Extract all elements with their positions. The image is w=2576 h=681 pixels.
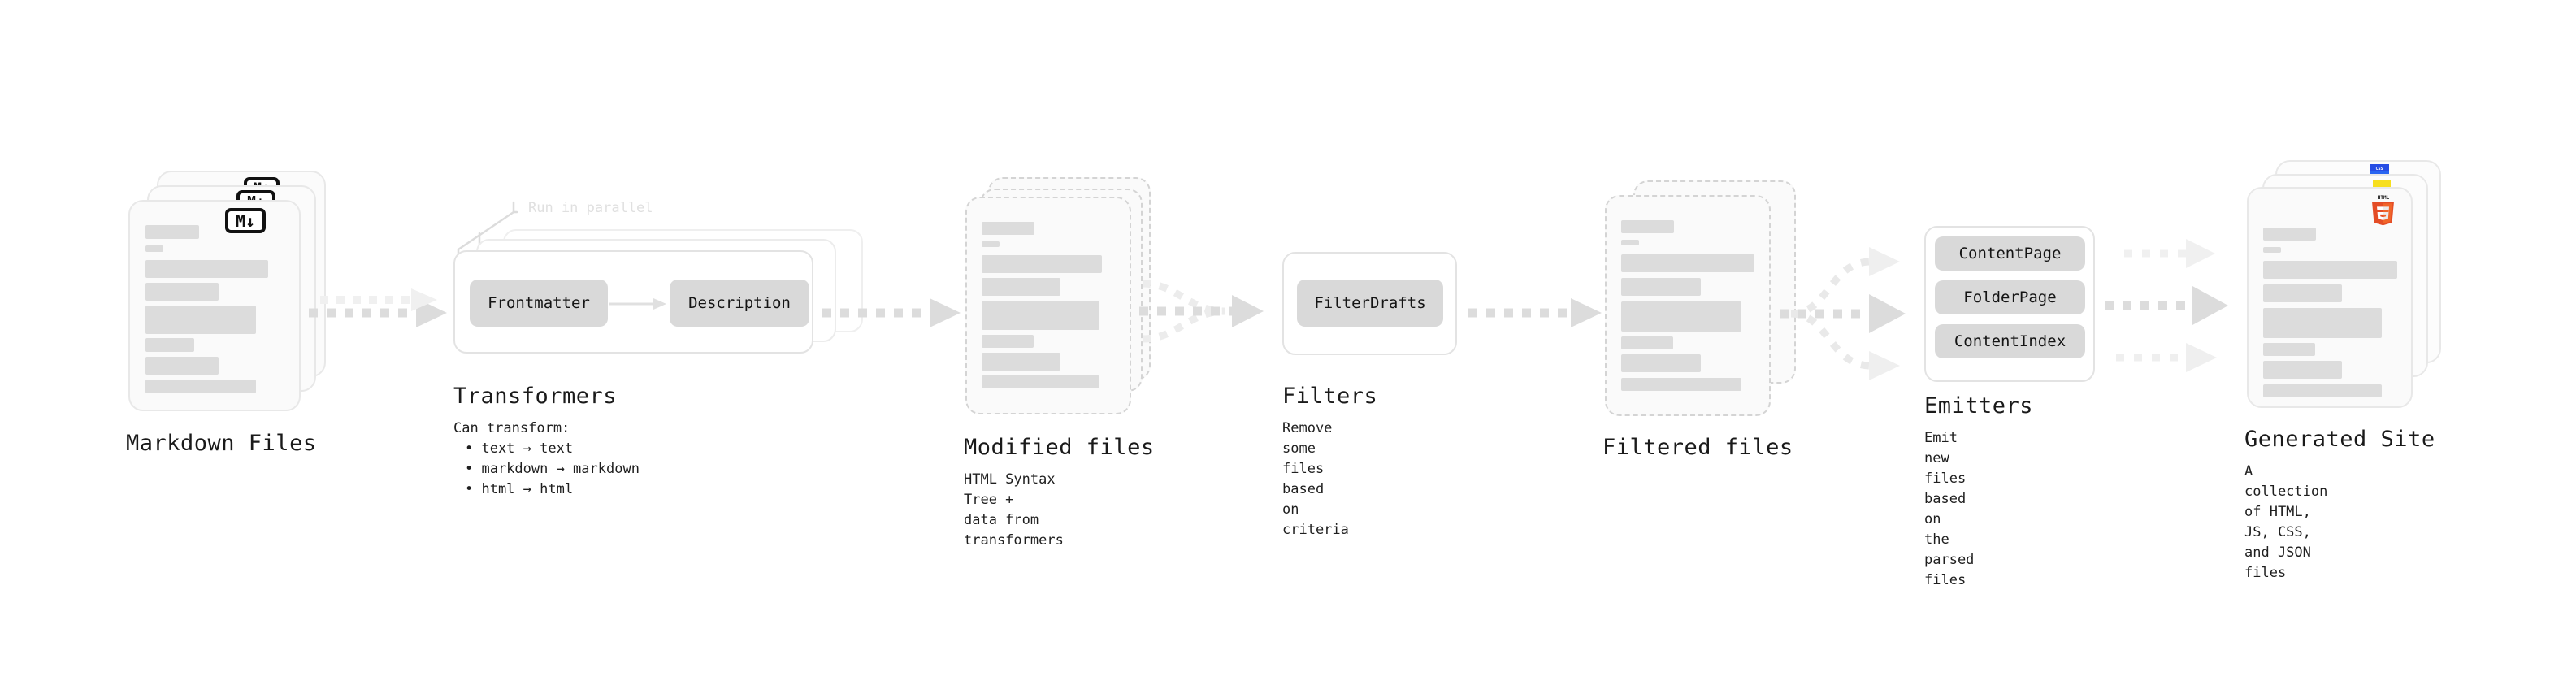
transformers-caption-heading: Can transform: [453, 420, 570, 436]
skeleton-line [2263, 247, 2281, 253]
css-badge-label: CSS [2375, 167, 2383, 171]
emitter-chip-folderpage[interactable]: FolderPage [1935, 280, 2085, 314]
transformers-caption-item: • html → html [465, 481, 574, 497]
skeleton-line [982, 241, 1000, 247]
skeleton-line [1621, 336, 1673, 349]
skeleton-line [145, 245, 163, 252]
skeleton-line [1621, 278, 1701, 296]
css-icon: CSS [2370, 164, 2389, 174]
transformers-caption: Can transform: • text → text • markdown … [453, 419, 640, 500]
transformers-caption-item: • markdown → markdown [465, 461, 640, 477]
markdown-icon: M↓ [225, 208, 266, 233]
skeleton-line [1621, 301, 1741, 332]
generated-card-front [2247, 187, 2413, 408]
skeleton-line [1621, 240, 1639, 245]
emitters-caption: Emit new files based on the parsed files [1924, 430, 1975, 588]
stage-title-transformers: Transformers [453, 384, 618, 409]
modified-card-front [965, 197, 1131, 414]
skeleton-line [2263, 284, 2342, 302]
stage-title-emitters: Emitters [1924, 393, 2034, 419]
arrow-filtered-to-emitters-branching [1780, 247, 1906, 380]
markdown-card-front [128, 200, 301, 411]
stage-title-markdown: Markdown Files [126, 431, 317, 456]
skeleton-line [2263, 384, 2382, 397]
skeleton-line [145, 380, 256, 393]
skeleton-line [982, 335, 1034, 348]
skeleton-line [145, 306, 256, 334]
html5-icon: HTML [2372, 195, 2394, 226]
arrow-modified-to-filters [1139, 280, 1264, 343]
skeleton-line [2263, 343, 2315, 356]
css-underline [2370, 171, 2389, 174]
stage-title-filtered: Filtered files [1602, 435, 1793, 460]
transformer-chip-frontmatter[interactable]: Frontmatter [470, 280, 608, 327]
arrow-markdown-to-transformers [309, 288, 447, 327]
skeleton-line [145, 283, 219, 301]
skeleton-line [1621, 378, 1741, 391]
skeleton-line [982, 255, 1102, 273]
stage-title-modified: Modified files [964, 435, 1155, 460]
transformer-chip-description[interactable]: Description [670, 280, 809, 327]
generated-caption: A collection of HTML, JS, CSS, and JSON … [2244, 463, 2328, 581]
arrow-filters-to-filtered [1468, 298, 1602, 327]
skeleton-line [2263, 261, 2397, 279]
skeleton-line [1621, 220, 1674, 233]
skeleton-line [2263, 308, 2382, 338]
svg-text:HTML: HTML [2378, 195, 2390, 201]
skeleton-line [145, 357, 219, 375]
skeleton-line [2263, 361, 2342, 379]
skeleton-line [982, 353, 1060, 371]
skeleton-line [145, 260, 268, 278]
transformer-arrow-frontmatter-to-description [609, 298, 666, 310]
run-in-parallel-label: Run in parallel [528, 200, 653, 216]
skeleton-line [1621, 354, 1701, 372]
emitter-chip-contentpage[interactable]: ContentPage [1935, 236, 2085, 271]
skeleton-line [982, 278, 1060, 296]
filtered-card-front [1605, 195, 1771, 416]
filter-chip-filterdrafts[interactable]: FilterDrafts [1297, 280, 1443, 327]
skeleton-line [982, 375, 1099, 388]
emitter-chip-contentindex[interactable]: ContentIndex [1935, 324, 2085, 358]
stage-title-filters: Filters [1282, 384, 1378, 409]
filters-caption: Remove some files based on criteria [1282, 420, 1349, 538]
skeleton-line [982, 301, 1099, 330]
skeleton-line [2263, 228, 2316, 241]
skeleton-line [145, 338, 194, 352]
skeleton-line [1621, 254, 1754, 272]
arrow-emitters-to-generated [2105, 239, 2228, 372]
skeleton-line [982, 222, 1034, 235]
transformers-caption-item: • text → text [465, 440, 574, 457]
skeleton-line [145, 225, 199, 239]
modified-caption: HTML Syntax Tree + data from transformer… [964, 471, 1064, 549]
arrow-transformers-to-modified [822, 298, 961, 327]
stage-title-generated: Generated Site [2244, 427, 2435, 452]
